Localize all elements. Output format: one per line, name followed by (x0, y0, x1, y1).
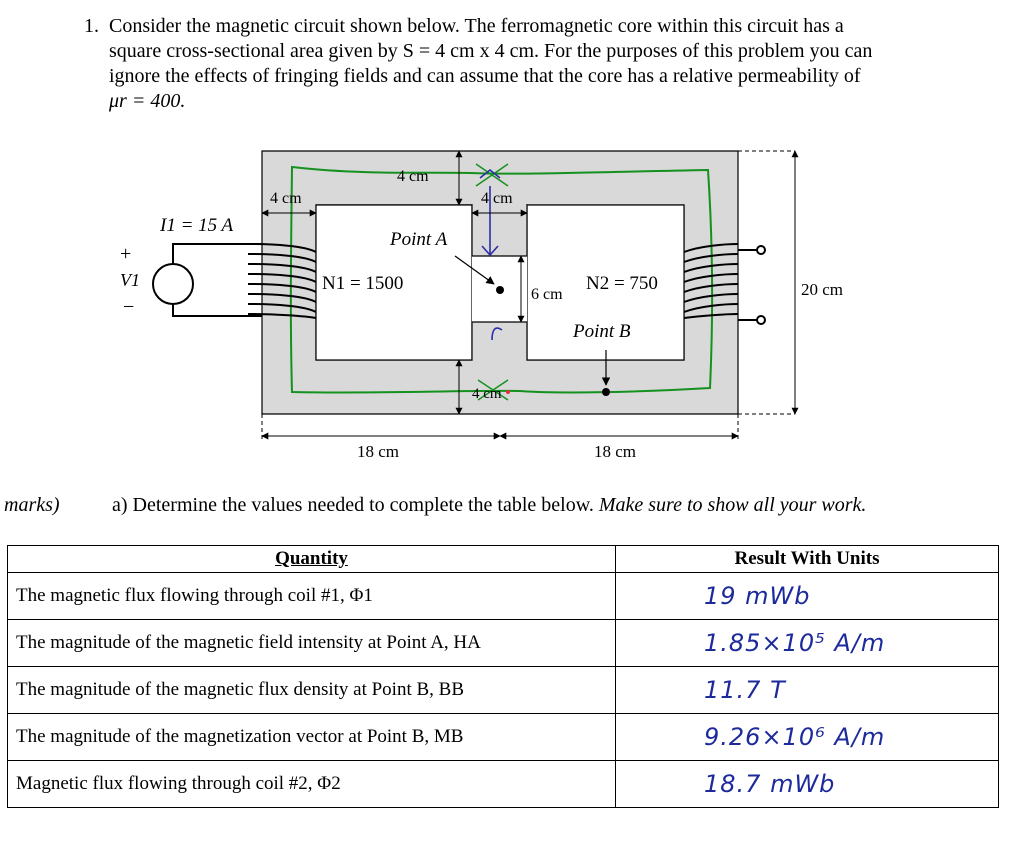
answer-cell: 18.7 mWb (615, 760, 999, 808)
flux-path-line (289, 165, 714, 394)
flux-mark-bottom (477, 379, 509, 401)
label-current: I1 = 15 A (159, 215, 234, 236)
red-mark (506, 390, 510, 394)
table-row: The magnitude of the magnetic field inte… (7, 619, 999, 667)
table-row: The magnitude of the magnetic flux densi… (7, 666, 999, 714)
coil-2-terminals (738, 245, 766, 325)
label-4cm-center: 4 cm (481, 190, 513, 207)
part-a-question: a) Determine the values needed to comple… (112, 494, 866, 517)
left-window-fill (315, 204, 473, 361)
quantity-cell: The magnitude of the magnetization vecto… (7, 713, 616, 761)
center-leg-bottom (471, 321, 528, 360)
point-a-dot (496, 286, 504, 294)
part-a-text: a) Determine the values needed to comple… (112, 494, 594, 516)
label-4cm-bottom: 4 cm (472, 386, 502, 402)
blue-arrow-bottom (491, 327, 503, 341)
label-n1: N1 = 1500 (322, 273, 403, 294)
answer-cell: 9.26×10⁶ A/m (615, 713, 999, 761)
table-row: The magnetic flux flowing through coil #… (7, 572, 999, 620)
answer-cell: 11.7 T (615, 666, 999, 714)
magnetic-circuit-diagram: 4 cm 4 cm 4 cm 6 cm 4 cm 20 cm 18 cm 18 … (120, 150, 843, 461)
quantity-cell: The magnetic flux flowing through coil #… (7, 572, 616, 620)
point-a-pointer (454, 255, 495, 285)
blue-arrow-top (479, 168, 501, 257)
coil-1 (247, 243, 317, 319)
label-6cm: 6 cm (531, 286, 563, 303)
answer-cell: 1.85×10⁵ A/m (615, 619, 999, 667)
label-plus: + (120, 243, 131, 265)
problem-line-2: square cross-sectional area given by S =… (109, 40, 873, 62)
voltage-source (152, 243, 262, 317)
label-point-a: Point A (389, 229, 448, 250)
label-4cm-top: 4 cm (397, 168, 429, 185)
header-quantity: Quantity (7, 545, 616, 573)
problem-text: Consider the magnetic circuit shown belo… (109, 14, 979, 114)
quantity-cell: The magnitude of the magnetic field inte… (7, 619, 616, 667)
quantity-cell: Magnetic flux flowing through coil #2, Φ… (7, 760, 616, 808)
label-point-b: Point B (572, 321, 631, 342)
label-4cm-left: 4 cm (270, 190, 302, 207)
quantity-cell: The magnitude of the magnetic flux densi… (7, 666, 616, 714)
label-20cm: 20 cm (801, 280, 843, 299)
label-minus: − (123, 296, 134, 318)
part-a-emphasis: Make sure to show all your work. (598, 494, 867, 516)
marks-label: marks) (4, 494, 60, 516)
problem-number: 1. (84, 15, 99, 37)
label-n2: N2 = 750 (586, 273, 658, 294)
table-row: The magnitude of the magnetization vecto… (7, 713, 999, 761)
coil-2 (683, 243, 739, 319)
label-18cm-right: 18 cm (594, 442, 636, 461)
label-18cm-left: 18 cm (357, 442, 399, 461)
problem-line-4: μr = 400. (109, 90, 186, 112)
problem-line-1: Consider the magnetic circuit shown belo… (109, 15, 844, 37)
center-leg-top (471, 205, 528, 257)
answer-cell: 19 mWb (615, 572, 999, 620)
flux-mark-top (475, 163, 509, 187)
point-b-dot (602, 388, 610, 396)
table-row: Magnetic flux flowing through coil #2, Φ… (7, 760, 999, 808)
label-source: V1 (120, 270, 140, 290)
results-table: Quantity Result With Units The magnetic … (7, 545, 999, 808)
header-result: Result With Units (615, 545, 999, 573)
table-header-row: Quantity Result With Units (7, 545, 999, 573)
problem-line-3: ignore the effects of fringing fields an… (109, 65, 861, 87)
